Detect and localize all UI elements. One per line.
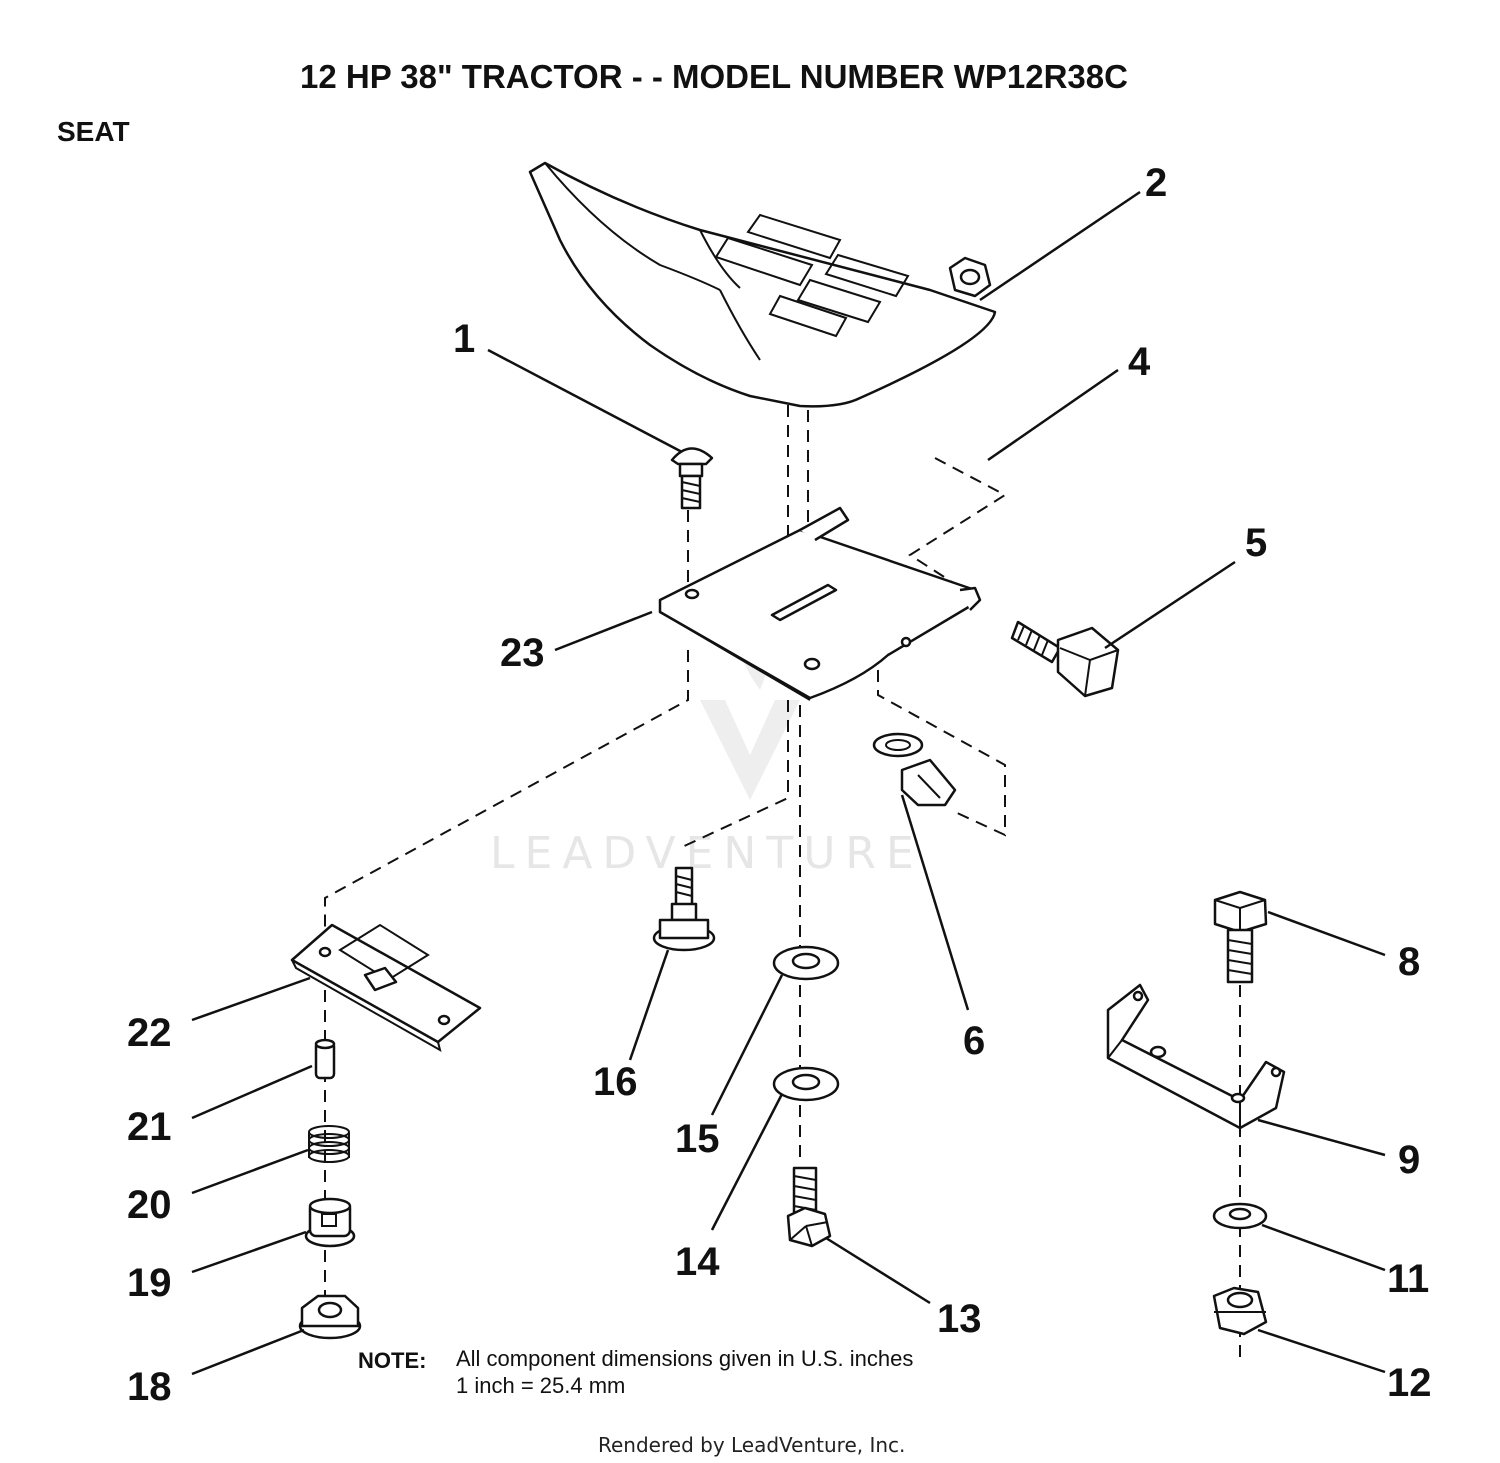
part-seat xyxy=(528,161,997,408)
note-line-2: 1 inch = 25.4 mm xyxy=(456,1373,625,1398)
callout-6: 6 xyxy=(963,1019,985,1063)
watermark-text: LEADVENTURE xyxy=(490,828,924,879)
watermark-logo-icon xyxy=(700,580,800,800)
part-washer-large xyxy=(772,945,840,981)
part-washer-split xyxy=(772,1066,840,1102)
callout-1: 1 xyxy=(453,317,475,361)
part-nut xyxy=(948,256,992,298)
callout-15: 15 xyxy=(675,1117,720,1161)
callout-12: 12 xyxy=(1387,1361,1432,1405)
callout-9: 9 xyxy=(1398,1138,1420,1182)
part-hex-bolt xyxy=(1010,620,1120,698)
callout-16: 16 xyxy=(593,1060,638,1104)
part-carriage-bolt xyxy=(670,447,714,510)
part-clip xyxy=(872,732,957,807)
callout-8: 8 xyxy=(1398,940,1420,984)
dimension-note: NOTE: All component dimensions given in … xyxy=(358,1346,913,1398)
callouts: 1 2 4 5 6 8 9 11 12 13 14 15 16 18 19 20… xyxy=(127,161,1432,1409)
callout-11: 11 xyxy=(1387,1257,1429,1301)
part-latch-plate xyxy=(290,923,482,1053)
page-title: 12 HP 38" TRACTOR - - MODEL NUMBER WP12R… xyxy=(300,58,1128,95)
part-spring xyxy=(308,1125,350,1163)
callout-20: 20 xyxy=(127,1183,172,1227)
part-seat-bracket xyxy=(658,506,982,701)
part-pin xyxy=(314,1038,336,1080)
leader-lines xyxy=(191,190,1386,1376)
callout-5: 5 xyxy=(1245,521,1267,565)
part-hex-bolt-8 xyxy=(1213,890,1268,984)
callout-2: 2 xyxy=(1145,161,1167,205)
callout-23: 23 xyxy=(500,631,545,675)
part-lock-nut xyxy=(1212,1286,1268,1336)
part-shoulder-bolt xyxy=(652,866,716,952)
note-label: NOTE: xyxy=(358,1348,426,1373)
part-washer-11 xyxy=(1212,1202,1268,1230)
note-line-1: All component dimensions given in U.S. i… xyxy=(456,1346,913,1371)
callout-4: 4 xyxy=(1128,340,1151,384)
render-credit: Rendered by LeadVenture, Inc. xyxy=(598,1433,905,1457)
part-flange-nut xyxy=(298,1294,362,1340)
callout-18: 18 xyxy=(127,1365,172,1409)
section-label: SEAT xyxy=(57,116,130,147)
callout-13: 13 xyxy=(937,1297,982,1341)
part-u-bracket xyxy=(1106,983,1286,1130)
watermark: LEADVENTURE xyxy=(490,580,924,879)
callout-19: 19 xyxy=(127,1261,172,1305)
callout-22: 22 xyxy=(127,1011,172,1055)
part-hex-bolt-13 xyxy=(786,1166,832,1248)
part-knob xyxy=(304,1197,356,1248)
callout-14: 14 xyxy=(675,1240,720,1284)
callout-21: 21 xyxy=(127,1105,172,1149)
